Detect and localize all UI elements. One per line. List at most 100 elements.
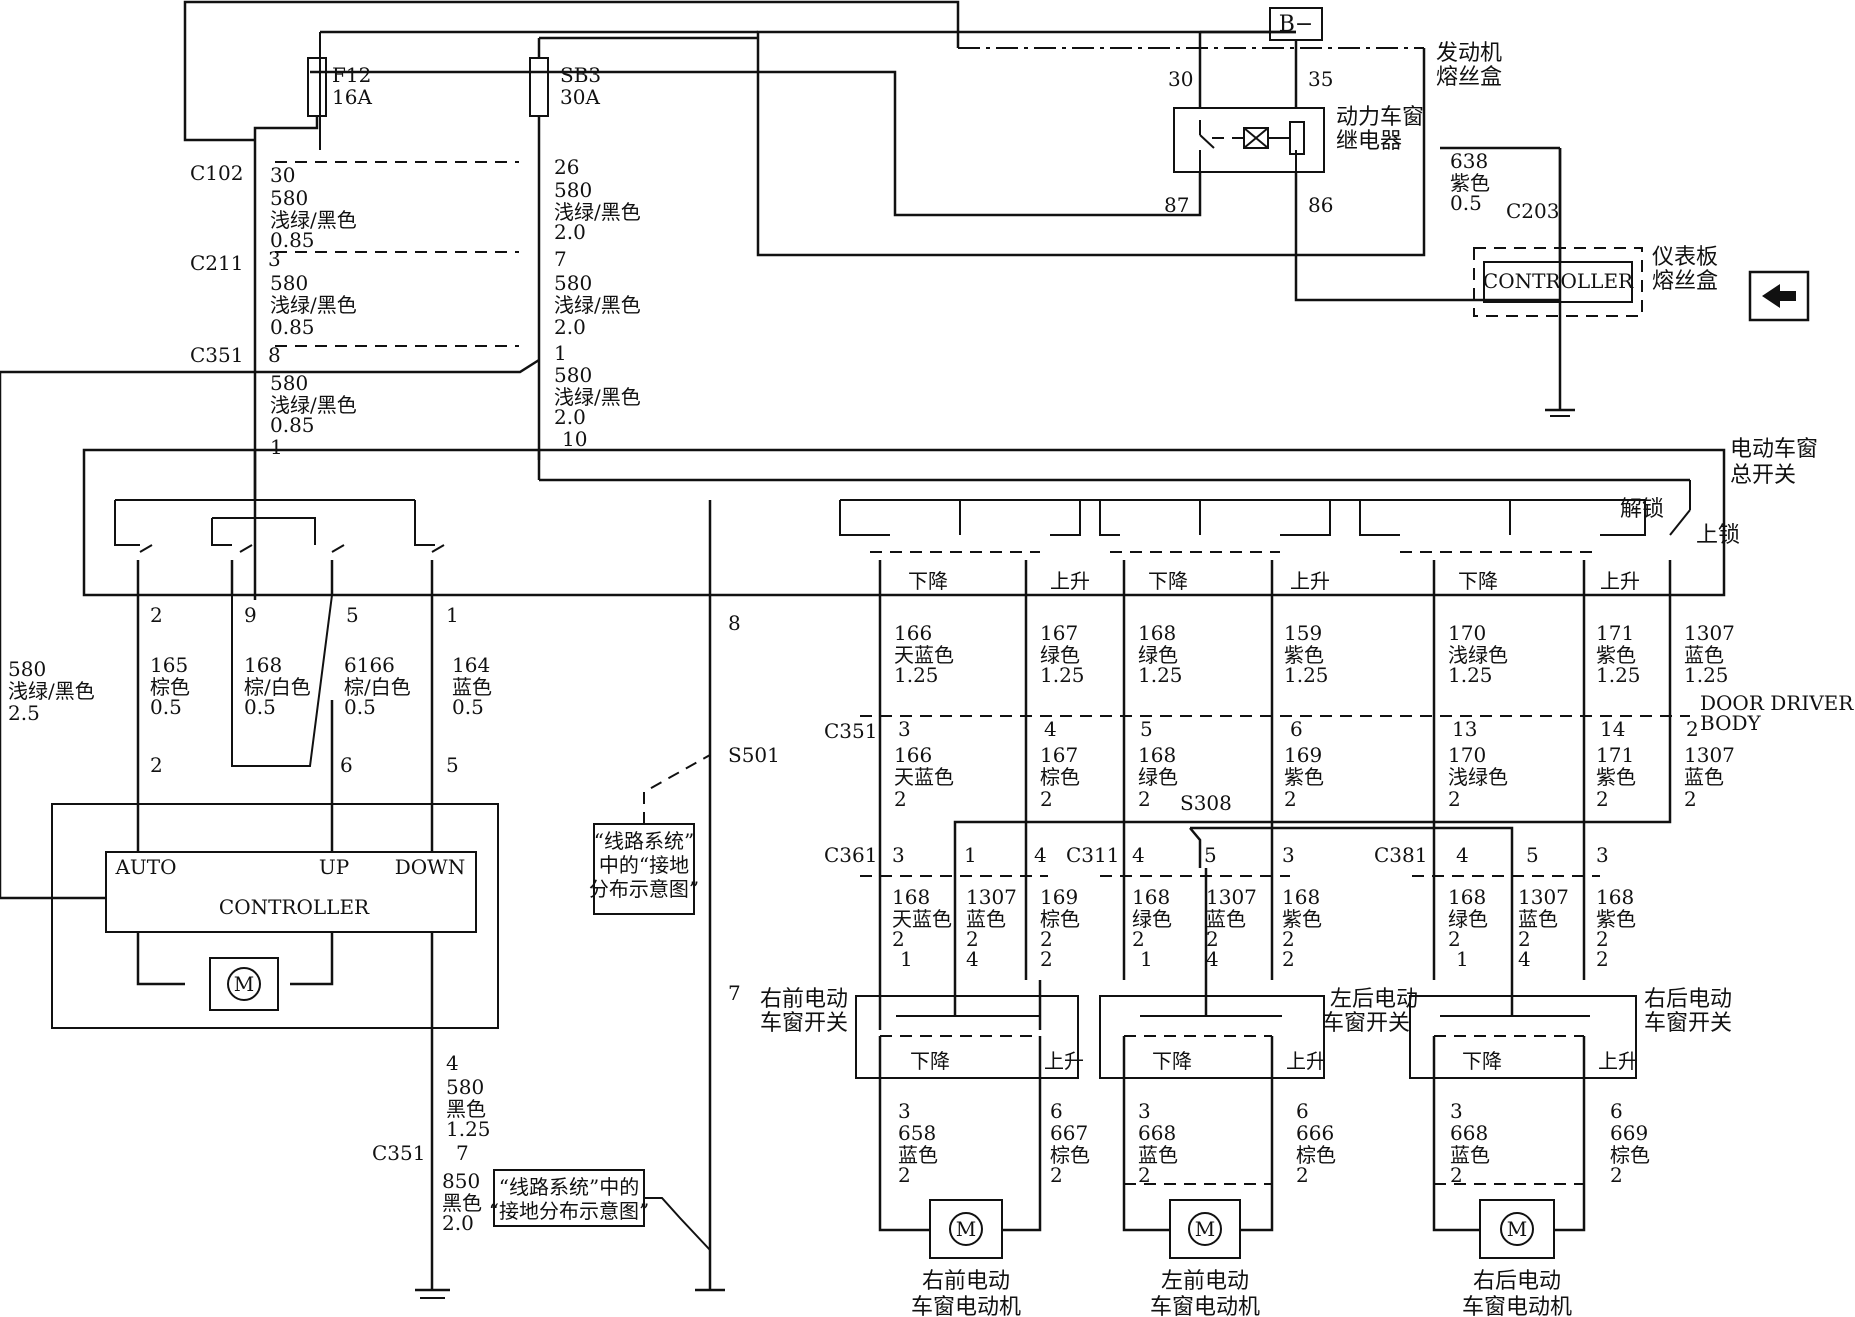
wire-label: 紫色: [1450, 171, 1490, 195]
lr-window-switch: 下降 上升 左后电动 车窗开关: [1099, 868, 1418, 1090]
wire-label: 1.25: [1284, 663, 1329, 687]
wire-label: 2: [1138, 1163, 1151, 1187]
rr-motor-label: 车窗电动机: [1462, 1295, 1572, 1317]
master-switch-label-2: 总开关: [1730, 463, 1796, 488]
switch-pin: 1: [1456, 947, 1469, 971]
wire-label: 2: [966, 927, 979, 951]
up-label: 上升: [1598, 1049, 1638, 1073]
controller-pin-5: 5: [446, 753, 459, 777]
c351-pin-7: 7: [456, 1141, 469, 1165]
wire-label: 0.5: [150, 695, 182, 719]
controller-pin-6: 6: [340, 753, 353, 777]
c102-label: C102: [190, 161, 243, 185]
fuse-f12-rating: 16A: [332, 85, 372, 109]
wire-label: 2.5: [8, 701, 40, 725]
wire-label: 2: [1518, 927, 1531, 951]
wire-label: 170: [1448, 621, 1486, 645]
c102-pin-30: 30: [270, 163, 295, 187]
ground-note-text: “线路系统”: [594, 829, 694, 853]
c311-pin-4: 4: [1132, 843, 1145, 867]
lf-motor-label: 左前电动: [1161, 1269, 1249, 1294]
wire-label: 浅绿/黑色: [554, 200, 641, 224]
switch-input-wire-labels: 168 天蓝色 2 1307 蓝色 2 169 棕色 2 168 绿色 2 13…: [892, 885, 1636, 971]
engine-fusebox-label-1: 发动机: [1436, 41, 1502, 66]
wire-label: 2: [1684, 787, 1697, 811]
wire-label: 绿色: [1138, 765, 1178, 789]
wire-label: 580: [270, 271, 308, 295]
wire-label: 紫色: [1596, 907, 1636, 931]
c351-pin-4: 4: [1044, 717, 1057, 741]
door-driver-label-1: DOOR DRIVER: [1700, 691, 1854, 715]
wire-label: 蓝色: [1450, 1143, 1490, 1167]
motor-pin: 6: [1296, 1099, 1309, 1123]
switch-pin: 4: [1206, 947, 1219, 971]
relay-pin-87-label: 87: [1164, 193, 1189, 217]
master-switch-pin-8: 8: [728, 611, 741, 635]
lf-motor-label: 车窗电动机: [1150, 1295, 1260, 1317]
c203-label: C203: [1506, 199, 1559, 223]
motor-icon: [1500, 1212, 1534, 1246]
wire-label: 蓝色: [1206, 907, 1246, 931]
wire-label: 580: [8, 657, 46, 681]
ground-note-text: 分布示意图”: [589, 877, 699, 901]
switch-pin: 2: [1282, 947, 1295, 971]
wire-label: 蓝色: [1518, 907, 1558, 931]
c351-label: C351: [372, 1141, 425, 1165]
master-window-switch: 电动车窗 总开关 解锁 上锁 下降 上升 下降: [82, 437, 1818, 635]
down-label: 下降: [1148, 569, 1188, 593]
rf-switch-label: 车窗开关: [760, 1011, 848, 1036]
wire-label: 171: [1596, 621, 1634, 645]
wire-label: 2.0: [554, 405, 586, 429]
wire-label: 绿色: [1040, 643, 1080, 667]
relay-pin-30-label: 30: [1168, 67, 1193, 91]
wire-label: 1307: [1206, 885, 1257, 909]
wire-label: 紫色: [1282, 907, 1322, 931]
wire-label: 1307: [966, 885, 1017, 909]
instrument-panel-fusebox: CONTROLLER 638 紫色 0.5 C203 仪表板 熔丝盒: [1450, 148, 1810, 417]
c381-label: C381: [1374, 843, 1427, 867]
wire-label: 167: [1040, 621, 1078, 645]
motor-icon: [227, 967, 261, 1001]
c381-pin-5: 5: [1526, 843, 1539, 867]
wire-label: 绿色: [1138, 643, 1178, 667]
fuse-f12: [307, 57, 327, 117]
up-en-label: UP: [319, 855, 349, 879]
feed-wire-chain: C102 30 26 C211 3 7 C351 8 1 580 浅绿/黑色 0…: [0, 150, 641, 900]
rf-motor-label: 车窗电动机: [911, 1295, 1021, 1317]
master-switch-pin-10: 10: [562, 427, 587, 451]
c311-pin-5: 5: [1204, 843, 1217, 867]
wire-label: 浅绿色: [1448, 643, 1508, 667]
master-switch-label-1: 电动车窗: [1730, 437, 1818, 462]
master-switch-pin-1: 1: [446, 603, 459, 627]
wire-label: 168: [244, 653, 282, 677]
relay-label-2: 继电器: [1336, 129, 1402, 154]
wire-label: 580: [270, 186, 308, 210]
wire-label: 168: [1138, 743, 1176, 767]
wire-label: 蓝色: [966, 907, 1006, 931]
wire-label: 绿色: [1132, 907, 1172, 931]
switch-pin: 4: [966, 947, 979, 971]
fuse-sb3-name: SB3: [560, 63, 601, 87]
fuse-sb3: [529, 57, 549, 117]
door-driver-label-2: BODY: [1700, 711, 1762, 735]
driver-controller-label: CONTROLLER: [219, 895, 370, 919]
wire-label: 580: [554, 363, 592, 387]
wire-label: 850: [442, 1169, 480, 1193]
ground-note-text: “线路系统”中的: [499, 1175, 639, 1199]
c351-pin-8: 8: [268, 343, 281, 367]
wire-label: 浅绿/黑色: [270, 393, 357, 417]
down-label: 下降: [1152, 1049, 1192, 1073]
wire-label: 0.85: [270, 413, 315, 437]
switch-pin: 4: [1518, 947, 1531, 971]
lock-label: 上锁: [1696, 523, 1740, 548]
switch-pin: 2: [1596, 947, 1609, 971]
wire-label: 天蓝色: [894, 643, 954, 667]
motor-pin: 3: [898, 1099, 911, 1123]
c351-label: C351: [824, 719, 877, 743]
relay-pin-86-label: 86: [1308, 193, 1333, 217]
wire-label: 2: [892, 927, 905, 951]
rf-motor-label: 右前电动: [922, 1269, 1010, 1294]
wire-label: 浅绿/黑色: [270, 293, 357, 317]
wire-label: 棕色: [1040, 765, 1080, 789]
